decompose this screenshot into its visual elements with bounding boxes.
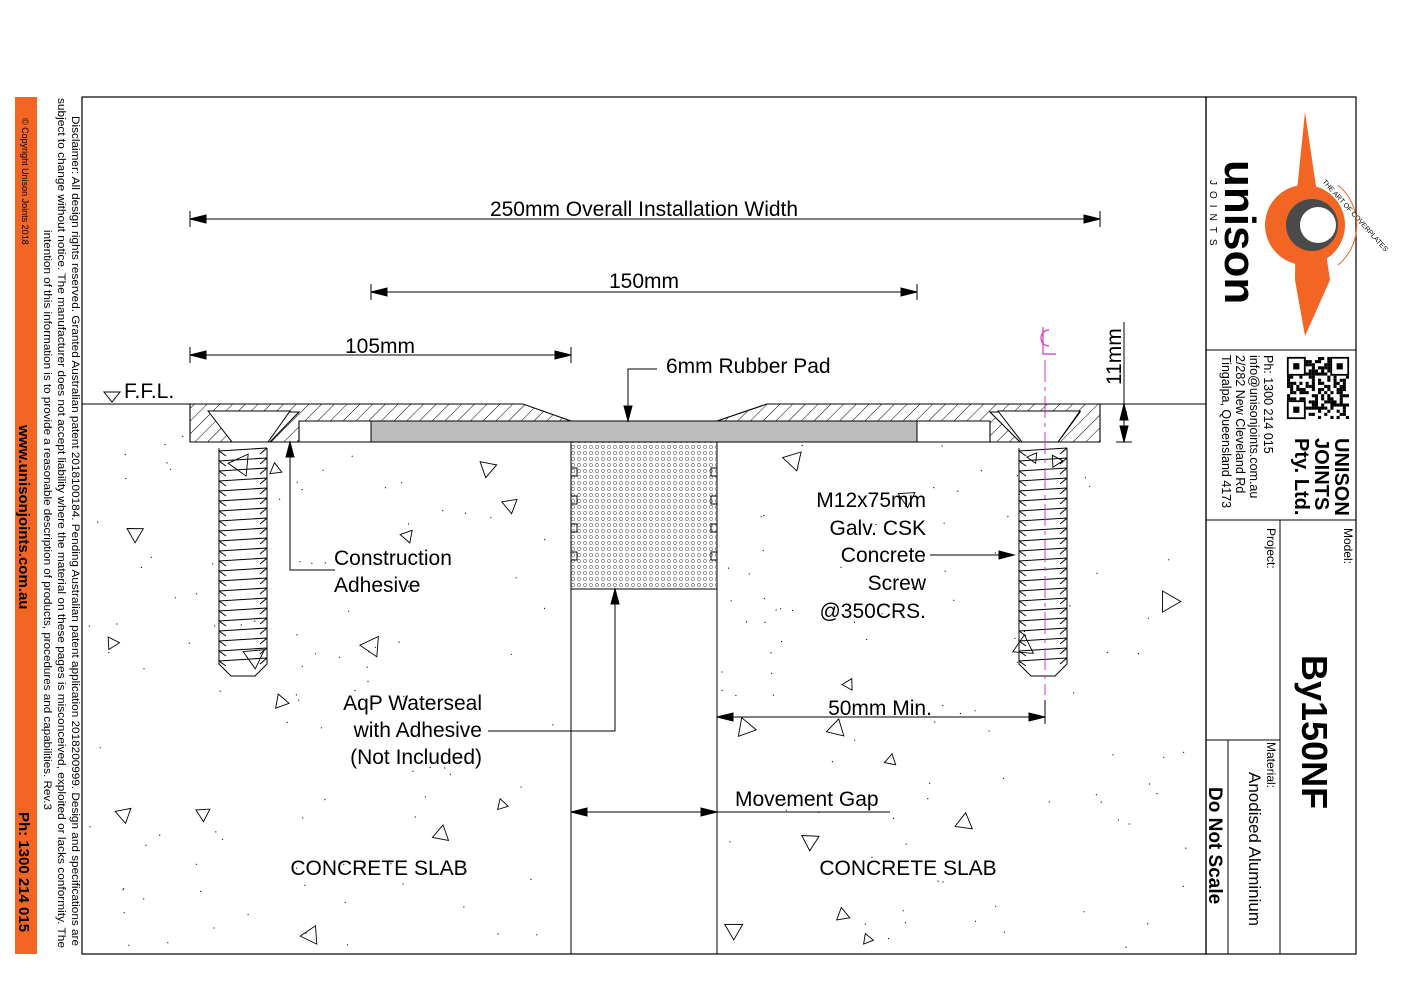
qr-code [1286,356,1350,420]
scale-note: Do Not Scale [1204,787,1225,904]
phone-text: Ph: 1300 214 015 [15,812,32,932]
material-label: Material: [1264,742,1278,788]
disclaimer-line-2: subject to change without notice. The ma… [55,98,67,948]
dim-plate-width: 150mm [609,270,679,293]
screw-right [1018,447,1068,677]
screw-head-left [206,410,291,443]
screw-head-right [996,410,1081,443]
contact-address-1: 2/282 New Cleveland Rd [1233,355,1247,493]
project-label: Project: [1264,528,1278,569]
company-line-3: Pty. Ltd. [1290,438,1312,515]
centerline-icon [1040,327,1056,355]
title-block-frame [1205,96,1357,955]
label-screw-line-5: @350CRS. [819,600,926,623]
label-waterseal-line-1: AqP Waterseal [343,692,482,715]
logo-word: unison [1215,160,1264,304]
logo-sub: JOINTS [1207,180,1218,252]
label-screw-line-4: Screw [868,572,927,595]
contact-phone: Ph: 1300 214 015 [1261,355,1275,454]
dim-min-edge: 50mm Min. [828,697,932,720]
contact-email: info@unisonjoints.com.au [1247,355,1261,498]
ffl-marker-icon [102,391,122,403]
contact-address-2: Tingalpa, Queensland 4173 [1219,355,1233,508]
brand-strip [15,97,37,954]
company-line-1: UNISON [1330,438,1352,516]
label-slab-right: CONCRETE SLAB [819,857,996,880]
label-adhesive-line-1: Construction [334,547,452,570]
material-value: Anodised Aluminium [1245,772,1264,926]
disclaimer-line-1: Disclaimer: All design rights reserved. … [69,116,81,946]
label-waterseal-line-3: (Not Included) [350,746,482,769]
label-adhesive-line-2: Adhesive [334,574,420,597]
concrete-aggregate [88,411,1187,949]
company-line-2: JOINTS [1310,438,1332,510]
unison-logo: unison JOINTS THE ART OF COVERPLATES [1207,112,1389,336]
label-waterseal-line-2: with Adhesive [353,719,482,742]
screw-left [218,447,268,677]
label-slab-left: CONCRETE SLAB [290,857,467,880]
cover-plate-right [716,403,1101,443]
model-label: Model: [1341,528,1355,564]
dim-overall-width: 250mm Overall Installation Width [490,198,798,221]
website-text: www.unisonjoints.com.au [15,424,32,609]
title-block: unison JOINTS THE ART OF COVERPLATES UNI… [1204,112,1389,954]
label-screw-line-1: M12x75mm [816,489,926,512]
label-screw-line-2: Galv. CSK [830,517,926,540]
cover-plate-left [189,403,572,443]
rubber-pad [370,420,918,443]
copyright-text: © Copyright Unison Joints 2018 [20,118,30,245]
waterseal-foam [570,441,718,590]
ffl-label: F.F.L. [124,380,174,403]
label-screw-line-3: Concrete [841,544,926,567]
label-movement-gap: Movement Gap [735,788,879,811]
disclaimer-line-3: intention of this information is to prov… [41,230,53,810]
dim-side-width: 105mm [345,335,415,358]
dim-height: 11mm [1103,328,1126,385]
model-code: By150NF [1294,655,1335,809]
label-rubber-pad: 6mm Rubber Pad [666,355,831,378]
